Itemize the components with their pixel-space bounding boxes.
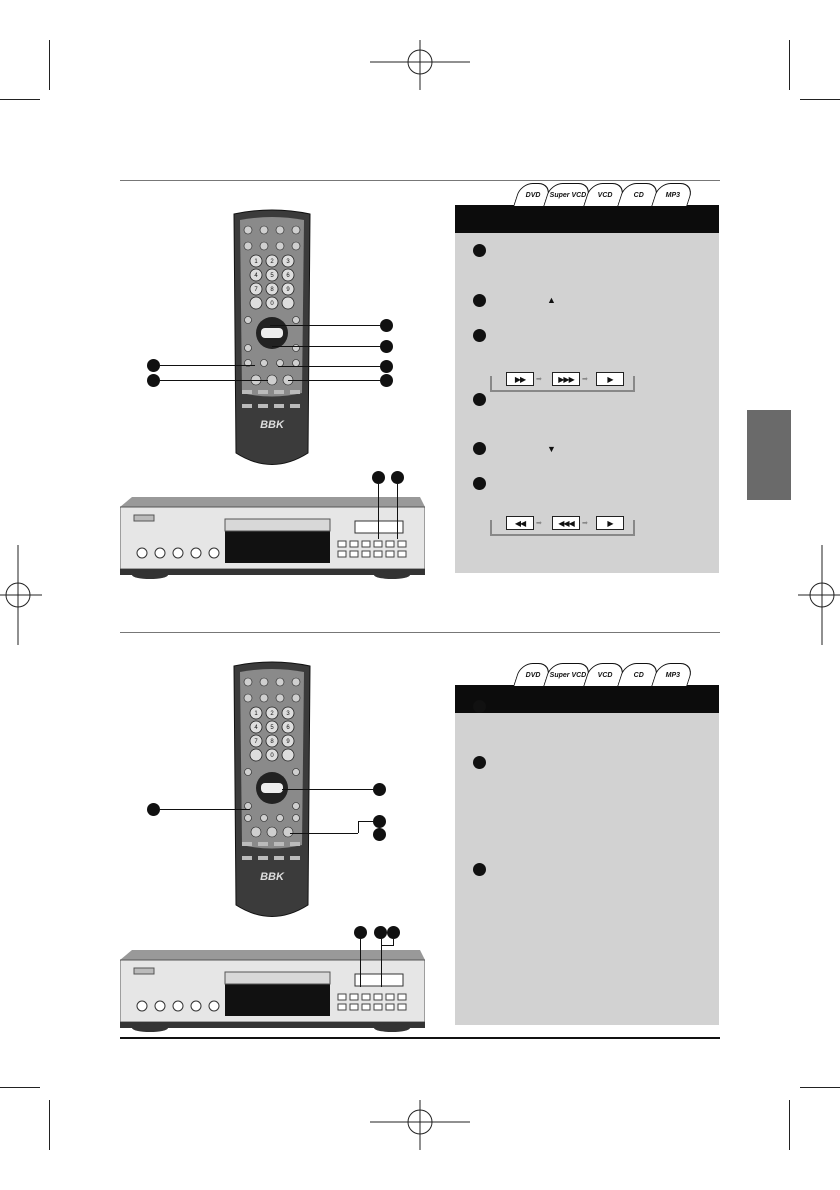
callout-line bbox=[288, 380, 380, 381]
instruction-panel bbox=[455, 205, 719, 573]
svg-text:9: 9 bbox=[286, 287, 290, 293]
callout-line bbox=[397, 484, 398, 539]
svg-text:2: 2 bbox=[270, 259, 274, 265]
svg-text:3: 3 bbox=[286, 711, 290, 717]
step-bullet bbox=[473, 393, 486, 406]
tab-mp3: MP3 bbox=[651, 663, 695, 686]
svg-text:5: 5 bbox=[270, 273, 274, 279]
rewind-icon: ◀◀ bbox=[506, 516, 534, 530]
svg-text:7: 7 bbox=[254, 287, 258, 293]
callout-line bbox=[358, 821, 373, 822]
footer-rule bbox=[120, 1037, 720, 1039]
step-bullet bbox=[473, 244, 486, 257]
svg-text:5: 5 bbox=[270, 725, 274, 731]
step-bullet bbox=[473, 756, 486, 769]
chapter-tab bbox=[747, 410, 791, 500]
callout-marker bbox=[374, 926, 387, 939]
section-divider bbox=[120, 180, 720, 181]
svg-text:3: 3 bbox=[286, 259, 290, 265]
crop-mark bbox=[0, 1087, 40, 1088]
svg-text:8: 8 bbox=[270, 287, 274, 293]
callout-marker bbox=[373, 828, 386, 841]
crop-mark bbox=[49, 1100, 50, 1150]
faster-rewind-icon: ◀◀◀ bbox=[552, 516, 580, 530]
callout-marker bbox=[391, 471, 404, 484]
callout-line bbox=[381, 945, 394, 946]
step-bullet bbox=[473, 863, 486, 876]
remote-control: 1 2 3 4 5 6 7 8 9 0 BBK bbox=[233, 661, 311, 917]
svg-text:1: 1 bbox=[254, 711, 258, 717]
remote-brand: BBK bbox=[260, 419, 285, 431]
svg-text:9: 9 bbox=[286, 739, 290, 745]
play-icon: ▶ bbox=[596, 516, 624, 530]
tab-mp3: MP3 bbox=[651, 183, 695, 206]
callout-line bbox=[160, 380, 268, 381]
step-bullet bbox=[473, 700, 486, 713]
svg-text:8: 8 bbox=[270, 739, 274, 745]
crop-mark bbox=[800, 1087, 840, 1088]
svg-text:4: 4 bbox=[254, 725, 258, 731]
dvd-player bbox=[120, 950, 425, 1032]
callout-marker bbox=[380, 319, 393, 332]
callout-line bbox=[360, 939, 361, 987]
up-arrow-icon: ▲ bbox=[547, 295, 556, 305]
reverse-sequence: ◀◀ ➡ ◀◀◀ ➡ ▶ bbox=[490, 516, 635, 538]
step-bullet bbox=[473, 477, 486, 490]
callout-line bbox=[358, 821, 359, 833]
svg-text:1: 1 bbox=[254, 259, 258, 265]
callout-line bbox=[393, 939, 394, 945]
registration-mark bbox=[370, 1100, 470, 1150]
callout-marker bbox=[147, 359, 160, 372]
callout-line bbox=[272, 346, 380, 347]
registration-mark bbox=[0, 545, 42, 645]
section-divider bbox=[120, 632, 720, 633]
svg-text:4: 4 bbox=[254, 273, 258, 279]
callout-marker bbox=[380, 340, 393, 353]
callout-marker bbox=[147, 803, 160, 816]
faster-forward-icon: ▶▶▶ bbox=[552, 372, 580, 386]
crop-mark bbox=[789, 40, 790, 90]
panel-header: DVD Super VCD VCD CD MP3 bbox=[455, 663, 719, 713]
fast-forward-icon: ▶▶ bbox=[506, 372, 534, 386]
down-arrow-icon: ▼ bbox=[547, 444, 556, 454]
callout-line bbox=[282, 789, 373, 790]
callout-marker bbox=[147, 374, 160, 387]
crop-mark bbox=[49, 40, 50, 90]
registration-mark bbox=[370, 40, 470, 90]
callout-marker bbox=[372, 471, 385, 484]
step-bullet bbox=[473, 294, 486, 307]
callout-marker bbox=[354, 926, 367, 939]
remote-control: 1 2 3 4 5 6 7 8 9 0 BBK bbox=[233, 209, 311, 465]
callout-marker bbox=[387, 926, 400, 939]
svg-text:6: 6 bbox=[286, 273, 290, 279]
svg-text:6: 6 bbox=[286, 725, 290, 731]
panel-header: DVD Super VCD VCD CD MP3 bbox=[455, 183, 719, 233]
callout-marker bbox=[373, 815, 386, 828]
forward-sequence: ▶▶ ➡ ▶▶▶ ➡ ▶ bbox=[490, 372, 635, 394]
callout-line bbox=[160, 365, 255, 366]
svg-text:7: 7 bbox=[254, 739, 258, 745]
crop-mark bbox=[800, 99, 840, 100]
callout-line bbox=[278, 366, 380, 367]
crop-mark bbox=[789, 1100, 790, 1150]
remote-brand: BBK bbox=[260, 871, 285, 883]
callout-marker bbox=[380, 360, 393, 373]
registration-mark bbox=[798, 545, 840, 645]
callout-line bbox=[160, 809, 250, 810]
callout-line bbox=[270, 325, 380, 326]
step-bullet bbox=[473, 329, 486, 342]
crop-mark bbox=[0, 99, 40, 100]
callout-line bbox=[381, 939, 382, 987]
play-icon: ▶ bbox=[596, 372, 624, 386]
callout-marker bbox=[380, 374, 393, 387]
svg-text:0: 0 bbox=[270, 753, 274, 759]
step-bullet bbox=[473, 442, 486, 455]
callout-marker bbox=[373, 783, 386, 796]
callout-line bbox=[378, 484, 379, 539]
svg-text:0: 0 bbox=[270, 301, 274, 307]
svg-text:2: 2 bbox=[270, 711, 274, 717]
dvd-player bbox=[120, 497, 425, 579]
instruction-panel bbox=[455, 685, 719, 1025]
callout-line bbox=[290, 833, 358, 834]
